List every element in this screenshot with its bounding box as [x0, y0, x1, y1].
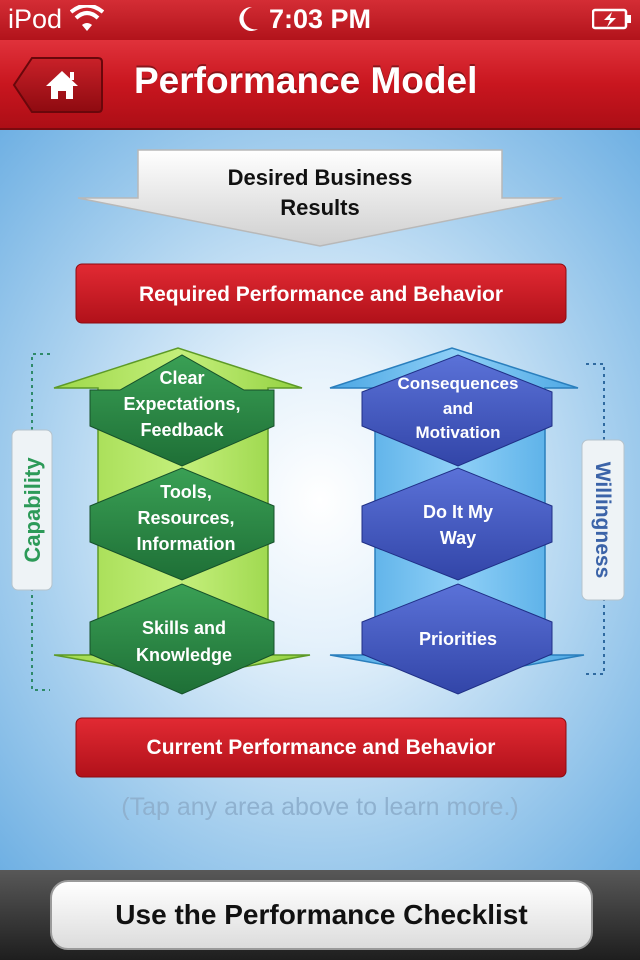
desired-results-line2: Results: [280, 195, 359, 220]
page-title: Performance Model: [134, 60, 478, 101]
home-icon: [46, 71, 78, 99]
capability-item-expectations[interactable]: Clear Expectations, Feedback: [89, 354, 275, 467]
capability-bracket: [31, 353, 50, 691]
capability-item-2-line1: Tools,: [160, 482, 212, 502]
willingness-item-3-line1: Priorities: [419, 629, 497, 649]
capability-item-1-line2: Expectations,: [123, 394, 240, 414]
willingness-item-2-line1: Do It My: [423, 502, 493, 522]
battery-charging-icon: [592, 8, 631, 30]
desired-results-line1: Desired Business: [228, 165, 413, 190]
willingness-item-2-line2: Way: [440, 528, 476, 548]
capability-label: Capability: [20, 457, 45, 563]
performance-model-diagram: Desired Business Results Required Perfor…: [11, 149, 625, 778]
capability-item-2-line3: Information: [137, 534, 236, 554]
willingness-item-1-line1: Consequences: [398, 374, 519, 393]
required-performance-label: Required Performance and Behavior: [139, 283, 503, 306]
carrier-label: iPod: [8, 4, 63, 34]
capability-item-1-line1: Clear: [159, 368, 204, 388]
capability-item-tools[interactable]: Tools, Resources, Information: [89, 467, 275, 581]
status-bar: iPod 7:03 PM: [0, 0, 640, 40]
tap-hint: (Tap any area above to learn more.): [121, 793, 519, 821]
required-performance-bar[interactable]: Required Performance and Behavior: [75, 263, 567, 324]
willingness-item-1-line3: Motivation: [416, 423, 501, 442]
desired-results-arrow[interactable]: Desired Business Results: [77, 149, 563, 247]
current-performance-label: Current Performance and Behavior: [147, 736, 496, 759]
performance-checklist-button[interactable]: Use the Performance Checklist: [50, 880, 593, 950]
willingness-bracket: [586, 363, 605, 675]
capability-item-skills[interactable]: Skills and Knowledge: [89, 583, 275, 695]
capability-item-3-line2: Knowledge: [136, 645, 232, 665]
willingness-item-1-line2: and: [443, 399, 473, 418]
capability-item-1-line3: Feedback: [140, 420, 224, 440]
wifi-icon: [70, 5, 104, 31]
current-performance-bar[interactable]: Current Performance and Behavior: [75, 717, 567, 778]
clock: 7:03 PM: [268, 4, 372, 34]
capability-tab[interactable]: Capability: [11, 429, 53, 591]
willingness-label: Willingness: [591, 462, 614, 579]
home-button[interactable]: [12, 56, 104, 114]
moon-icon: [239, 6, 258, 31]
capability-item-3-line1: Skills and: [142, 618, 226, 638]
willingness-tab[interactable]: Willingness: [581, 439, 625, 601]
capability-item-2-line2: Resources,: [137, 508, 234, 528]
willingness-item-do-it-my-way[interactable]: Do It My Way: [361, 467, 553, 581]
willingness-item-consequences[interactable]: Consequences and Motivation: [361, 354, 553, 467]
navigation-bar: Performance Model: [0, 40, 640, 130]
willingness-item-priorities[interactable]: Priorities: [361, 583, 553, 695]
